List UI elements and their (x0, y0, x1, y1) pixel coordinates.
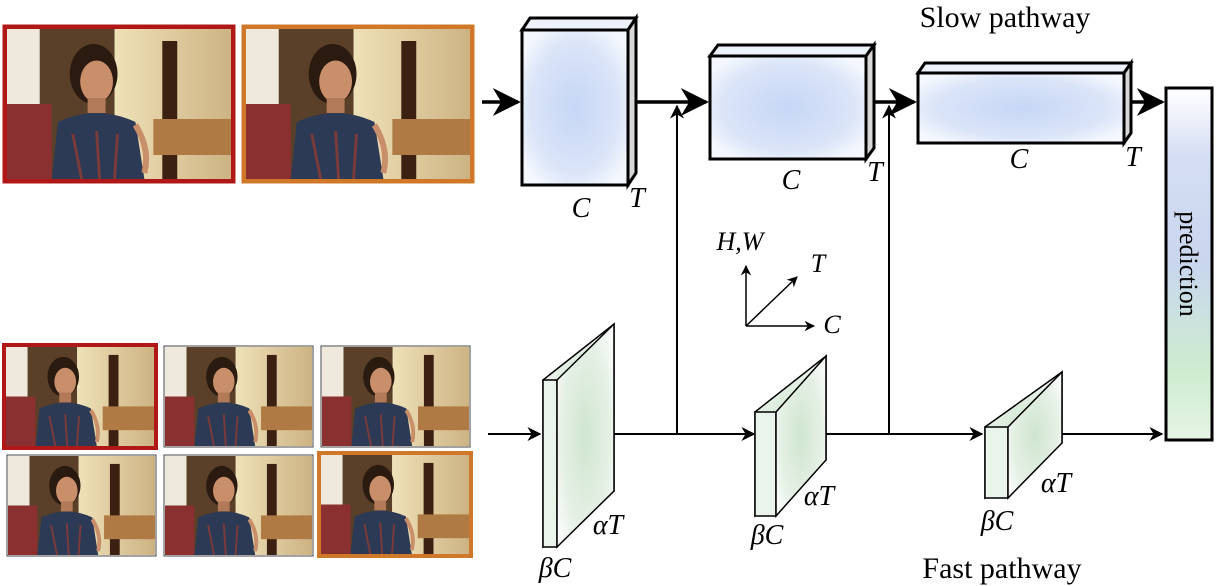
prediction-label: prediction (1174, 211, 1203, 316)
fast-frame-4 (8, 456, 155, 555)
fast-block-2 (754, 354, 827, 518)
fast-block-1-t-label: αT (593, 510, 626, 541)
axis-hw-label: H,W (716, 227, 766, 256)
fast-frame-6 (321, 455, 469, 554)
fast-block-2-t-label: αT (804, 481, 837, 512)
axes-legend: H,W T C (716, 227, 842, 339)
slow-frame-1-border (2, 24, 236, 184)
slow-block-1 (519, 13, 639, 190)
fast-block-3-t-label: αT (1041, 468, 1074, 499)
fast-frame-1-border (2, 343, 158, 450)
fast-frame-6-border (317, 451, 473, 558)
fast-frame-2-border (163, 345, 314, 448)
slow-input-frames (2, 24, 475, 184)
fast-block-1 (542, 322, 615, 549)
slow-block-1-t-label: T (629, 183, 647, 214)
fast-frame-5 (165, 456, 312, 555)
axis-t-arrow (745, 276, 798, 327)
slow-block-2-c-label: C (782, 165, 801, 196)
fast-block-1-c-label: βC (538, 553, 572, 584)
axis-c-label: C (823, 310, 841, 339)
fast-block-2-c-label: βC (750, 520, 784, 551)
fast-frame-2 (165, 347, 312, 446)
fast-input-frames (2, 343, 473, 558)
fast-block-3-c-label: βC (980, 506, 1014, 537)
slow-block-1-c-label: C (572, 193, 591, 224)
slow-block-2 (707, 40, 877, 164)
slow-block-2-t-label: T (867, 157, 885, 188)
axis-t-label: T (811, 249, 827, 278)
fast-block-3 (984, 370, 1063, 500)
prediction-box (1164, 86, 1214, 442)
slow-block-3-t-label: T (1125, 142, 1143, 173)
fast-frame-5-border (163, 454, 314, 557)
slow-pathway-title: Slow pathway (920, 1, 1091, 34)
slow-frame-1 (7, 29, 231, 179)
fast-frame-3 (322, 347, 469, 446)
slow-block-3 (915, 58, 1134, 148)
fast-frame-1 (6, 347, 154, 446)
lateral-connections (670, 104, 896, 434)
slow-block-3-c-label: C (1010, 144, 1029, 175)
fast-frame-4-border (6, 454, 157, 557)
fast-pathway-title: Fast pathway (922, 552, 1081, 585)
fast-frame-3-border (320, 345, 471, 448)
slow-frame-2-border (241, 24, 475, 184)
slow-frame-2 (246, 29, 470, 179)
